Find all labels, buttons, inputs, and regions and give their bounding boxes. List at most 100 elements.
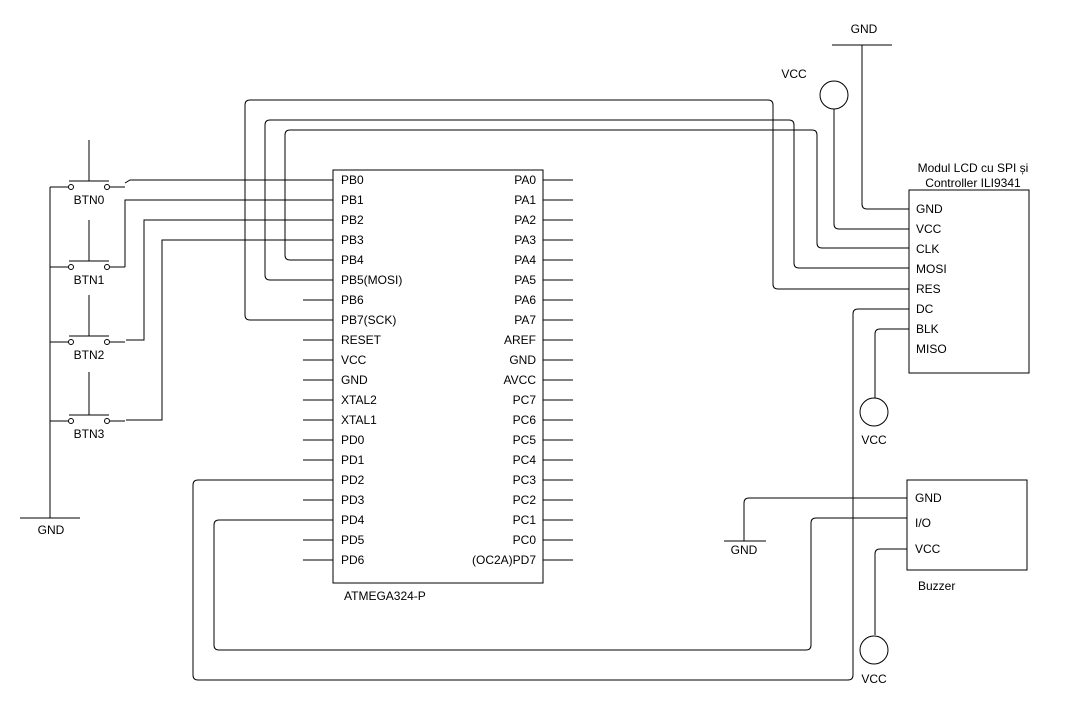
lcd-module: Modul LCD cu SPI și Controller ILI9341 G… [908, 161, 1030, 374]
lcd-pin-label: RES [916, 282, 941, 296]
wire-buzzer-vcc [874, 548, 907, 635]
lcd-pin-label: MISO [916, 342, 947, 356]
lcd-pin-label: CLK [916, 242, 939, 256]
mcu-left-pin-label: PB0 [341, 173, 364, 187]
wire-lcd-blk-vcc [874, 328, 909, 398]
push-button: BTN2 [50, 295, 125, 362]
buzzer-pin-label: GND [915, 491, 942, 505]
mcu-left-pin-label: PD1 [341, 453, 365, 467]
wire-btn0-pb0 [124, 179, 313, 184]
buzzer-pin-label: VCC [915, 542, 941, 556]
mcu-body [332, 169, 544, 584]
power-symbols: GND VCC VCC GND VCC [724, 22, 892, 686]
mcu-right-pin-label: PA2 [514, 213, 536, 227]
buzzer-title: Buzzer [918, 579, 955, 593]
wire-btn1-pb1 [124, 199, 313, 267]
vcc-buzzer-label: VCC [861, 672, 887, 686]
gnd-buzzer-label: GND [731, 543, 758, 557]
lcd-pin-label: MOSI [916, 262, 947, 276]
vcc-symbol-lcd [859, 397, 889, 427]
mcu-right-pin-label: (OC2A)PD7 [472, 553, 536, 567]
mcu-left-pin-label: PD0 [341, 433, 365, 447]
mcu-left-pin-label: PB7(SCK) [341, 313, 396, 327]
button-contact-left [68, 339, 74, 345]
lcd-title-line1: Modul LCD cu SPI și [918, 161, 1029, 175]
button-contact-right [104, 418, 110, 424]
buzzer-body [906, 479, 1028, 571]
gnd-left-label: GND [38, 523, 65, 537]
mcu-left-pin-label: PD2 [341, 473, 365, 487]
button-label: BTN2 [74, 348, 105, 362]
wire-pb5-mosi [264, 119, 909, 281]
wire-btn3-pb3 [126, 239, 313, 421]
mcu-right-pin-label: PA5 [514, 273, 536, 287]
wire-buzzer-gnd [743, 497, 907, 541]
mcu-right-pin-label: PC4 [513, 453, 537, 467]
button-label: BTN0 [74, 193, 105, 207]
buzzer-pins: GND I/O VCC [915, 491, 942, 556]
wire-pb4-clk [284, 129, 909, 261]
mcu-left-pin-label: GND [341, 373, 368, 387]
mcu-left-pin-label: XTAL1 [341, 413, 377, 427]
button-contact-left [68, 264, 74, 270]
button-contact-left [68, 184, 74, 190]
mcu-right-pin-label: AVCC [504, 373, 537, 387]
wire-pb7-sck-res [244, 99, 909, 321]
mcu-right-pin-label: PC1 [513, 513, 537, 527]
mcu-left-pin-label: PB1 [341, 193, 364, 207]
lcd-title-line2: Controller ILI9341 [925, 176, 1021, 190]
mcu-right-pin-label: PA4 [514, 253, 536, 267]
mcu-right-pins: PA0PA1PA2PA3PA4PA5PA6PA7AREFGNDAVCCPC7PC… [472, 173, 573, 567]
buzzer-pin-label: I/O [915, 516, 931, 530]
mcu-right-pin-label: PC3 [513, 473, 537, 487]
button-contact-right [104, 339, 110, 345]
vcc-symbol-top [819, 80, 849, 110]
vcc-lcd-label: VCC [861, 433, 887, 447]
mcu-right-pin-label: PA3 [514, 233, 536, 247]
wires [124, 45, 909, 681]
mcu-left-pin-label: PD6 [341, 553, 365, 567]
button-contact-right [104, 184, 110, 190]
mcu-left-pin-label: RESET [341, 333, 382, 347]
wire-pd4-io [213, 517, 907, 651]
mcu-right-pin-label: PA1 [514, 193, 536, 207]
wire-lcd-vcc [833, 108, 909, 230]
lcd-body [908, 189, 1030, 374]
lcd-pin-label: GND [916, 202, 943, 216]
button-contact-left [68, 418, 74, 424]
mcu-left-pin-label: PD5 [341, 533, 365, 547]
mcu-right-pin-label: AREF [504, 333, 536, 347]
mcu-right-pin-label: PC5 [513, 433, 537, 447]
mcu-right-pin-label: PC0 [513, 533, 537, 547]
microcontroller: PB0PB1PB2PB3PB4PB5(MOSI)PB6PB7(SCK)RESET… [303, 169, 573, 603]
gnd-top-label: GND [851, 22, 878, 36]
mcu-left-pin-label: PB3 [341, 233, 364, 247]
mcu-left-pin-label: XTAL2 [341, 393, 377, 407]
mcu-left-pin-label: PB6 [341, 293, 364, 307]
mcu-right-pin-label: PC7 [513, 393, 537, 407]
mcu-left-pins: PB0PB1PB2PB3PB4PB5(MOSI)PB6PB7(SCK)RESET… [303, 173, 402, 567]
mcu-right-pin-label: PC6 [513, 413, 537, 427]
button-label: BTN1 [74, 273, 105, 287]
mcu-right-pin-label: PA0 [514, 173, 536, 187]
button-contact-right [104, 264, 110, 270]
mcu-left-pin-label: PD3 [341, 493, 365, 507]
wire-pd2-dc [192, 308, 909, 681]
mcu-left-pin-label: PB5(MOSI) [341, 273, 402, 287]
buzzer-module: GND I/O VCC Buzzer [906, 479, 1028, 593]
push-button: BTN1 [50, 220, 125, 287]
vcc-top-label: VCC [781, 67, 807, 81]
wire-lcd-gnd [861, 45, 909, 210]
button-label: BTN3 [74, 427, 105, 441]
lcd-pin-label: VCC [916, 222, 942, 236]
lcd-pin-label: BLK [916, 322, 939, 336]
push-button: BTN3 [50, 372, 125, 441]
vcc-symbol-buzzer [859, 635, 889, 665]
mcu-left-pin-label: PB2 [341, 213, 364, 227]
mcu-right-pin-label: PA7 [514, 313, 536, 327]
mcu-left-pin-label: PD4 [341, 513, 365, 527]
